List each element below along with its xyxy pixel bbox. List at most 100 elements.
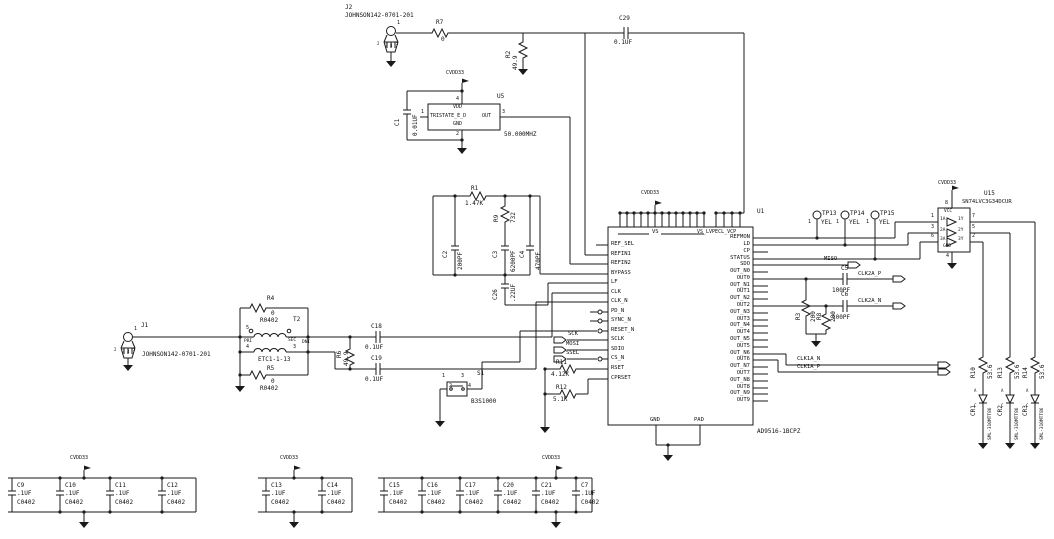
u5-pin1: 1	[421, 109, 425, 115]
r4-refdes: R4	[267, 295, 275, 302]
j2-pin5: 5	[396, 41, 399, 46]
ground-symbol-r2	[517, 65, 529, 76]
cr2-anode: A	[1001, 388, 1004, 393]
cr3-anode: A	[1026, 388, 1029, 393]
u1-pin-out-n5: OUT_N5	[730, 336, 750, 342]
diode-cr2-symbol	[1005, 394, 1015, 405]
u1-pin-pd-n: PD_N	[611, 308, 625, 314]
c7-package: C0402	[581, 499, 600, 506]
t2-secondary-coil	[253, 348, 287, 353]
ground-symbol-r11-r12	[539, 423, 551, 434]
c20-refdes: C20	[503, 482, 514, 489]
r1-refdes: R1	[471, 185, 479, 192]
r5-refdes: R5	[267, 365, 275, 372]
u1-pin-cp: CP	[743, 248, 750, 254]
cr1-partnum: SML-310MTT86	[988, 407, 993, 440]
u5-out: OUT	[482, 113, 492, 119]
r13-value: 53.6	[1014, 364, 1021, 379]
r11-value: 4.12K	[551, 371, 570, 378]
u5-freq: 50.000MHZ	[504, 131, 537, 138]
c2-value: 200PF	[457, 251, 464, 270]
c6-value: 100PF	[832, 314, 851, 321]
u1-refdes: U1	[757, 208, 765, 215]
ground-symbol-cr2	[1004, 439, 1016, 450]
tp15-pin1: 1	[866, 219, 870, 225]
c15-refdes: C15	[389, 482, 400, 489]
u5-pin4: 4	[456, 96, 460, 102]
j2-pin2: 2	[377, 41, 380, 46]
c13-refdes: C13	[271, 482, 282, 489]
tp14-color: YEL	[849, 219, 860, 226]
c5-refdes: C5	[841, 265, 849, 272]
c4-value: 470PF	[535, 251, 542, 270]
c12-refdes: C12	[167, 482, 178, 489]
u5-pin2: 2	[456, 131, 460, 137]
r11-refdes: R11	[556, 359, 567, 366]
r6-value: 49.9	[343, 351, 350, 366]
u15-1a: 1A	[940, 217, 946, 222]
cr3-cathode: C	[1026, 403, 1029, 408]
u15-partnum: SN74LVC3G34DCUR	[962, 199, 1012, 205]
c16-package: C0402	[427, 499, 446, 506]
resistor-r11-symbol	[558, 363, 578, 375]
tp13-refdes: TP13	[822, 210, 837, 217]
u5-gnd: GND	[453, 121, 463, 127]
c21-refdes: C21	[541, 482, 552, 489]
power-flag-bank1	[83, 465, 92, 479]
u15-pin4: 4	[946, 253, 950, 259]
net-flag-miso	[847, 261, 861, 269]
tp15-color: YEL	[879, 219, 890, 226]
resistor-r12-symbol	[558, 388, 578, 400]
resistor-r3-symbol	[800, 298, 812, 318]
tp15-symbol	[870, 210, 880, 220]
c4-refdes: C4	[519, 250, 526, 258]
cap-bank-1	[8, 465, 197, 529]
led-column-2	[1004, 355, 1016, 450]
u1-pin-out6: OUT6	[736, 356, 750, 362]
bank1-pwr-label: CVDD33	[70, 455, 89, 461]
buffer2-symbol	[946, 228, 958, 238]
u1-pin-out-n3: OUT_N3	[730, 309, 750, 315]
u1-pin-out8: OUT8	[736, 384, 750, 390]
c14-refdes: C14	[327, 482, 338, 489]
capacitor-c1-symbol	[403, 109, 411, 115]
u1-pin-refmon: REFMON	[730, 234, 750, 240]
cr2-cathode: C	[1001, 403, 1004, 408]
r9-value: 732	[510, 212, 517, 223]
c26-refdes: C26	[492, 289, 499, 300]
net-flag-clk2a-n	[892, 302, 906, 310]
u15-3y: 3Y	[958, 237, 964, 242]
t2-dni: DNI	[302, 340, 311, 345]
power-flag-bank3	[555, 465, 564, 479]
j1-pin3: 3	[122, 349, 125, 354]
c26-value: .22UF	[510, 283, 517, 302]
ground-symbol-s1	[434, 417, 446, 428]
s1-refdes: S1	[477, 370, 485, 377]
u1-pin-rset: RSET	[611, 365, 625, 371]
tp15-refdes: TP15	[880, 210, 895, 217]
diode-cr3-symbol	[1030, 394, 1040, 405]
s1-pin2: 2	[449, 383, 453, 389]
u1-pin-out-n0: OUT_N0	[730, 268, 750, 274]
c21-package: C0402	[541, 499, 560, 506]
t2-partnum: ETC1-1-13	[258, 356, 291, 363]
capacitor-c5-symbol	[842, 273, 848, 285]
c18-value: 0.1UF	[365, 344, 384, 351]
j1-pin2: 2	[114, 347, 117, 352]
u15-pin5: 5	[972, 224, 976, 230]
u1-pin-out7: OUT7	[736, 370, 750, 376]
r14-value: 53.6	[1039, 364, 1046, 379]
c10-value: .1UF	[65, 490, 80, 497]
u1-partnum: AD9516-1BCPZ	[757, 428, 801, 435]
cap-bank-3	[378, 465, 593, 529]
t2-phase-dot-left	[248, 328, 254, 334]
c3-refdes: C3	[492, 250, 499, 258]
c14-package: C0402	[327, 499, 346, 506]
u1-ic	[590, 200, 768, 462]
c3-value: 6200PF	[510, 250, 517, 272]
diode-cr1-symbol	[978, 394, 988, 405]
net-clk2a-p: CLK2A_P	[858, 271, 882, 277]
right-section	[768, 185, 1041, 450]
r10-refdes: R10	[970, 367, 977, 378]
tp13-pin1: 1	[808, 219, 812, 225]
